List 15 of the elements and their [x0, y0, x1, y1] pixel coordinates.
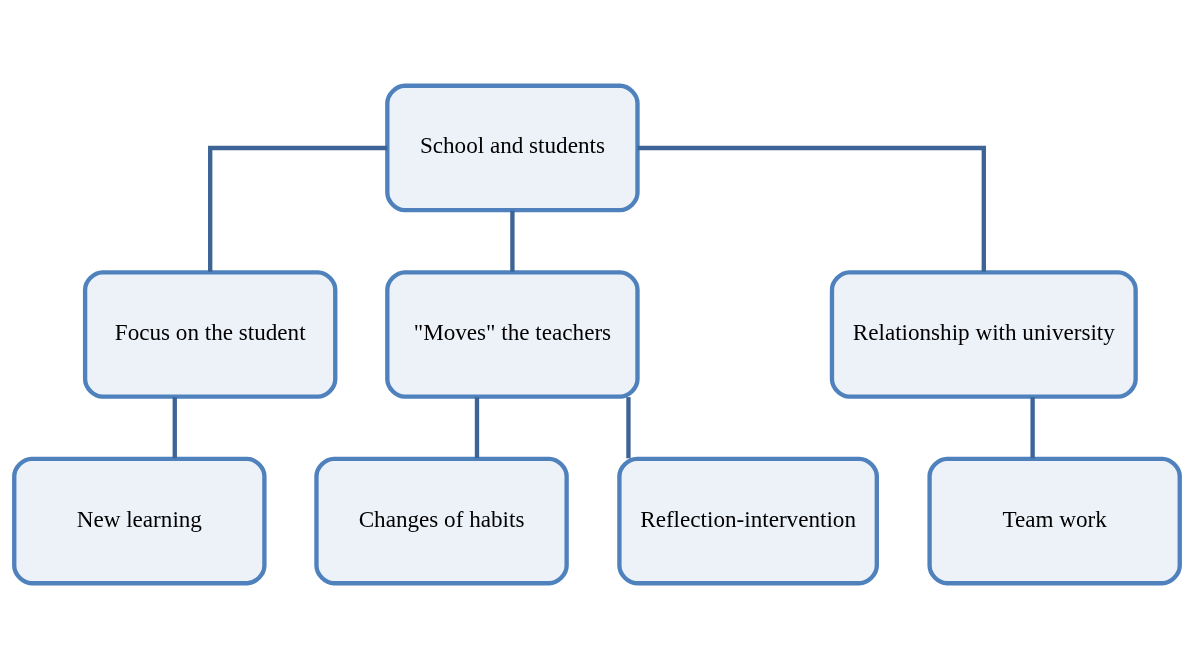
connector: [637, 145, 986, 272]
node-box: Team work: [927, 456, 1182, 585]
node-box: Focus on the student: [82, 269, 338, 399]
connector: [510, 210, 515, 272]
node-box: Changes of habits: [314, 456, 569, 585]
connector: [626, 396, 631, 458]
node-box: Relationship with university: [829, 269, 1138, 399]
node-box: "Moves" the teachers: [385, 269, 640, 399]
node-box: New learning: [12, 456, 267, 585]
node-box: Reflection-intervention: [617, 456, 879, 585]
node-box: School and students: [385, 83, 640, 212]
connector: [208, 145, 388, 272]
connector: [1030, 396, 1035, 458]
connector: [474, 396, 480, 458]
connector: [172, 396, 177, 458]
